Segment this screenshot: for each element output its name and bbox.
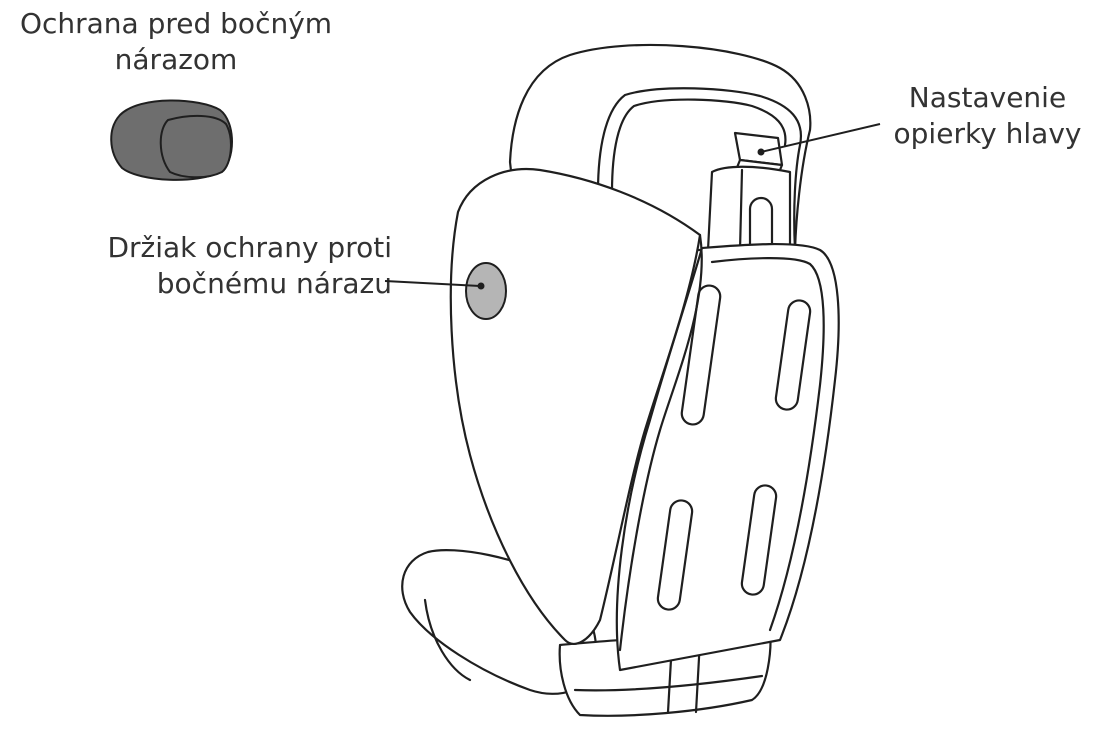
backrest-slot (774, 299, 812, 411)
label-headrest-adjustment-line2: opierky hlavy (893, 117, 1082, 150)
label-headrest-adjustment: Nastavenie opierky hlavy (880, 80, 1095, 152)
label-side-impact-holder-line2: bočnému nárazu (156, 267, 392, 300)
harness-guide-icon (706, 165, 792, 258)
leader-line-holder (384, 280, 481, 287)
side-impact-protector-icon (110, 99, 233, 181)
backrest-slot (740, 484, 778, 596)
headrest-inner-frame-2 (610, 98, 787, 194)
leader-dot-holder (477, 282, 485, 290)
label-side-impact-protection: Ochrana pred bočným nárazom (0, 6, 352, 78)
seat-cushion-inner (423, 598, 472, 682)
side-wing (449, 168, 702, 645)
headrest-inner-frame (596, 87, 803, 252)
label-side-impact-holder-line1: Držiak ochrany proti (107, 231, 392, 264)
side-impact-holder-icon (465, 262, 507, 320)
label-headrest-adjustment-line1: Nastavenie (908, 81, 1067, 114)
backrest-slot (656, 499, 694, 611)
backrest-inner (710, 257, 825, 632)
label-side-impact-protection-line2: nárazom (114, 43, 238, 76)
side-protector-face (159, 114, 232, 179)
label-side-impact-protection-line1: Ochrana pred bočným (19, 7, 333, 40)
base-lower-line (573, 674, 764, 692)
leader-line-headrest (760, 123, 881, 153)
label-side-impact-holder: Držiak ochrany proti bočnému nárazu (52, 230, 392, 302)
backrest-slot (680, 284, 722, 426)
leader-dot-headrest (757, 148, 765, 156)
side-wing-edge (618, 233, 703, 652)
